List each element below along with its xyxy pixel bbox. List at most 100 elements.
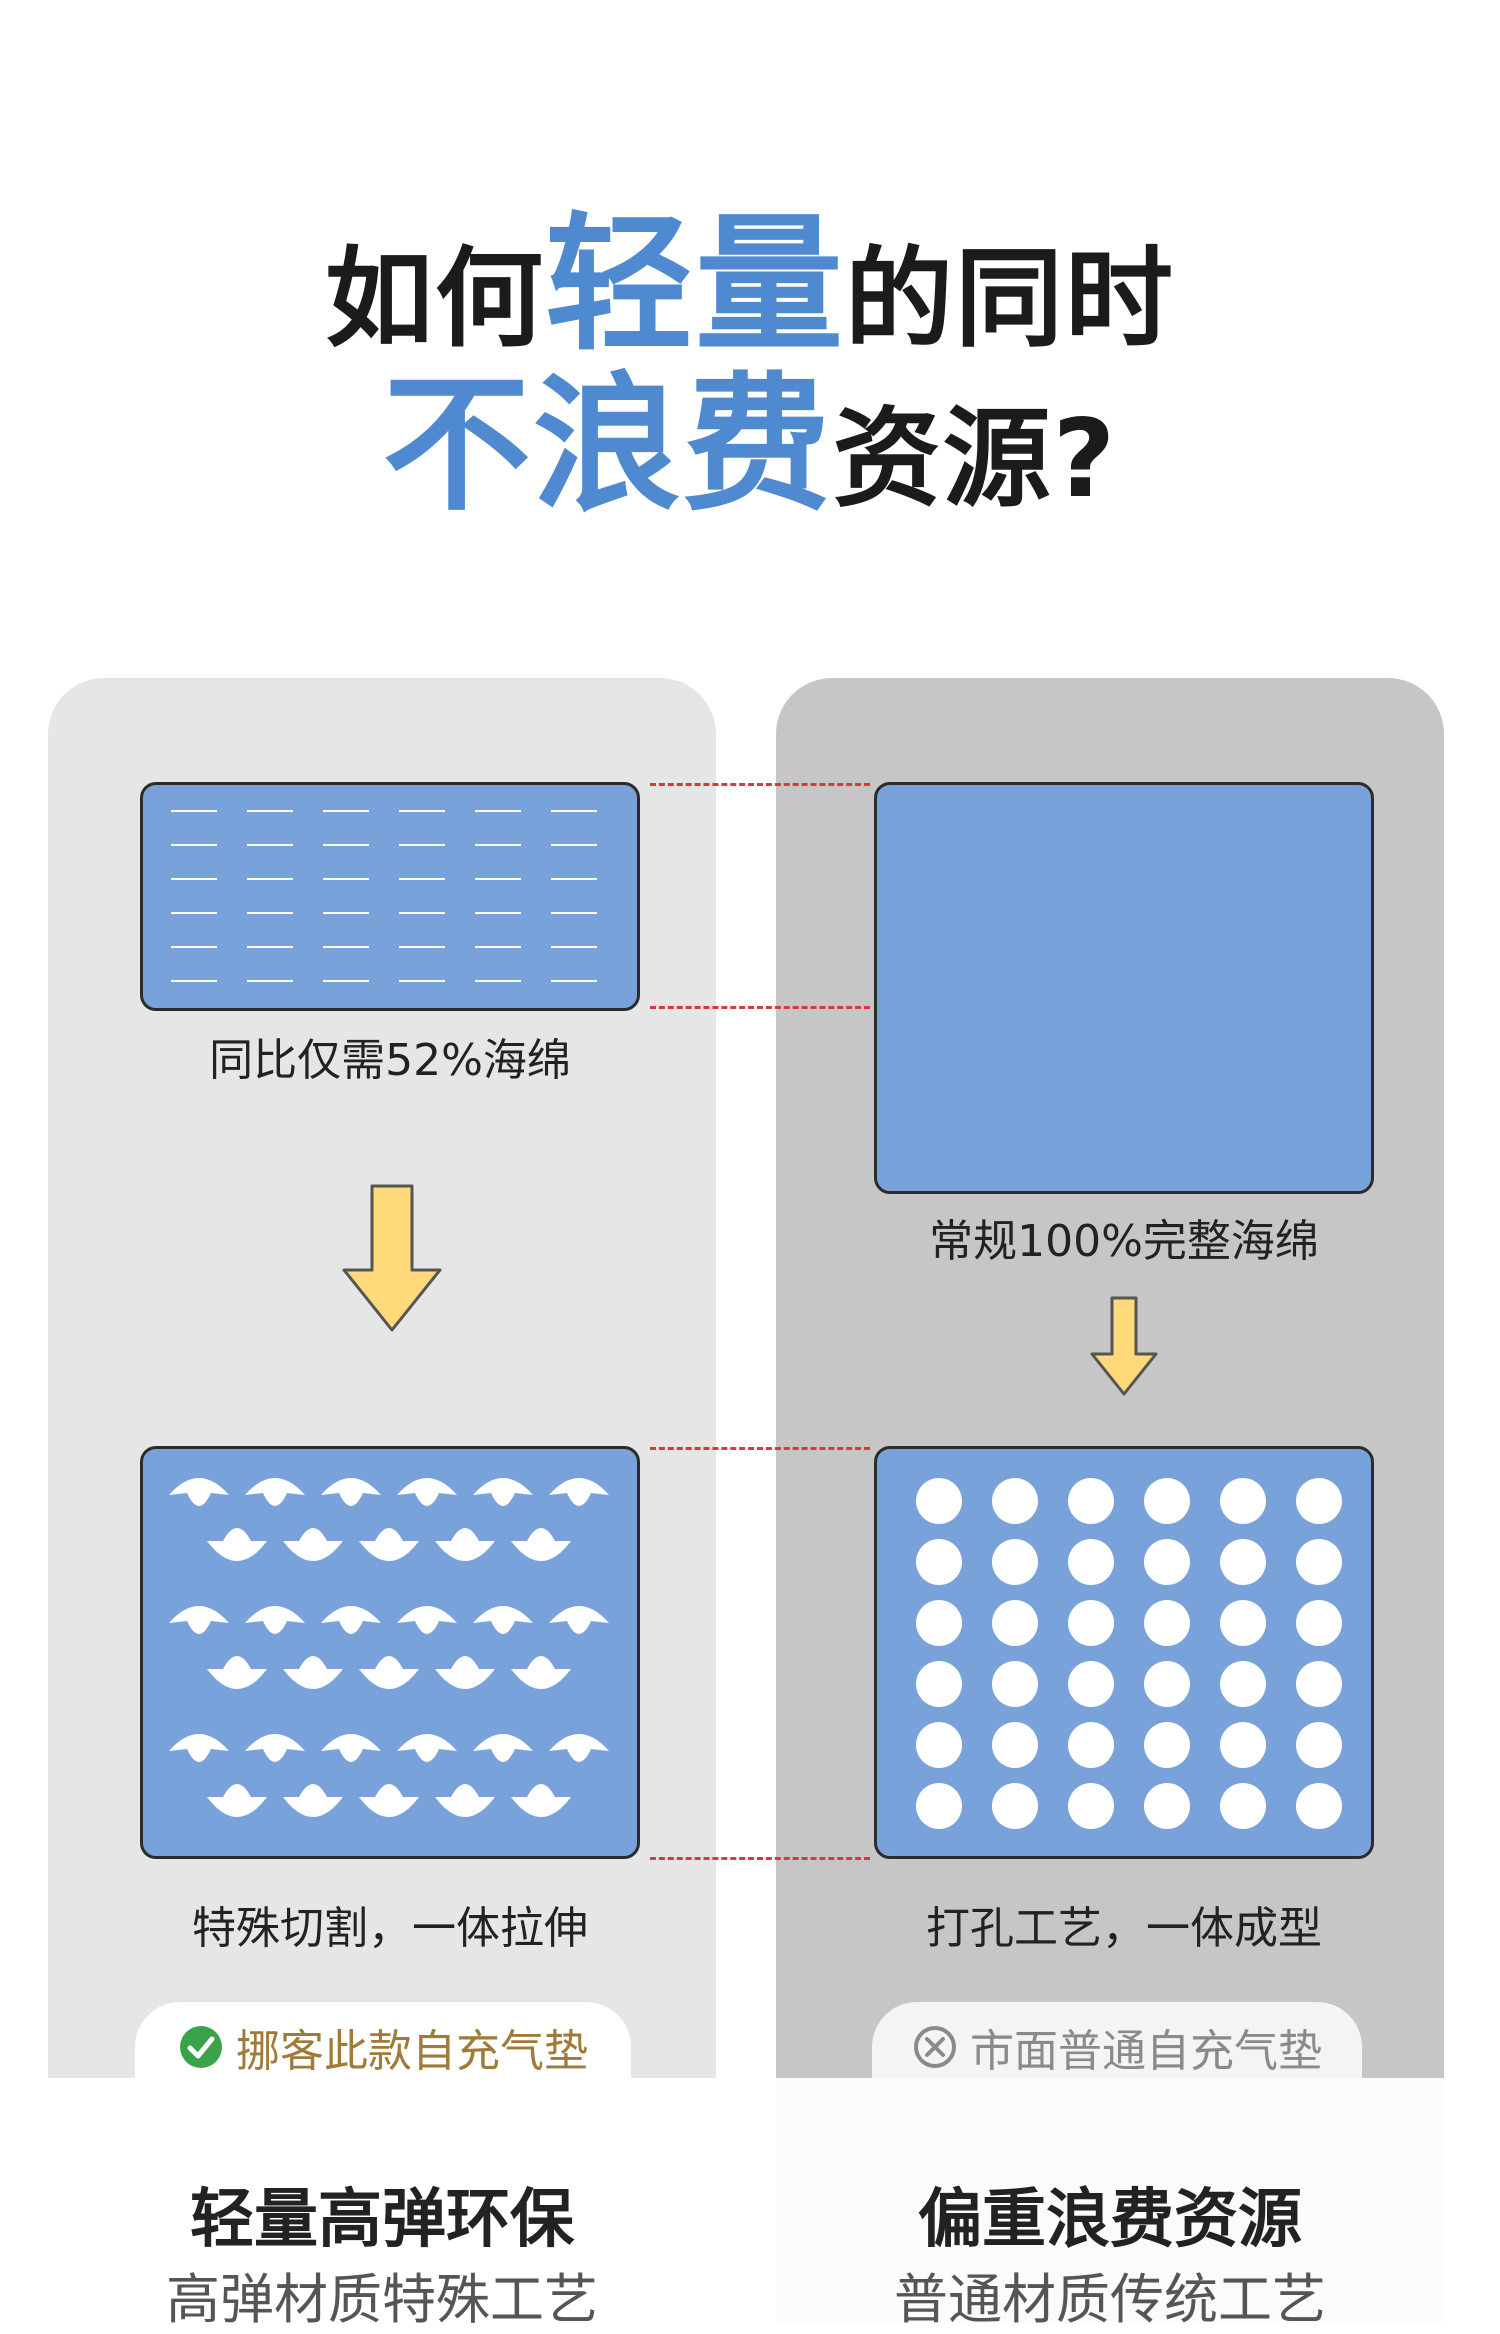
stretched-cut [207, 1784, 267, 1817]
stretched-cut [511, 1656, 571, 1689]
stretched-cut [283, 1528, 343, 1561]
stretched-cut [549, 1478, 609, 1506]
headline-text: 的同时 [845, 237, 1176, 362]
stretched-foam-block [140, 1446, 640, 1859]
stretched-cut [397, 1734, 457, 1762]
right-summary-title: 偏重浪费资源 [918, 2183, 1302, 2257]
stretched-cut [245, 1734, 305, 1762]
stretched-cut [283, 1784, 343, 1817]
stretched-cut [397, 1606, 457, 1634]
full-foam-block [874, 782, 1374, 1194]
dashed-guide-line [650, 783, 870, 786]
punched-hole [916, 1478, 962, 1524]
right-summary-card: 偏重浪费资源 普通材质传统工艺 [776, 2078, 1444, 2331]
punched-hole [1296, 1783, 1342, 1829]
badge-label: 市面普通自充气垫 [970, 2026, 1322, 2077]
stretched-cut [207, 1656, 267, 1689]
punched-hole [1220, 1600, 1266, 1646]
punched-hole [1144, 1783, 1190, 1829]
stretched-cut [435, 1656, 495, 1689]
stretched-cut [359, 1528, 419, 1561]
stretched-cut [511, 1528, 571, 1561]
headline-text: 如何 [324, 237, 545, 362]
stretched-hole-pattern [169, 1478, 609, 1817]
stretched-cut [359, 1656, 419, 1689]
stretched-cut [283, 1656, 343, 1689]
x-circle-icon [914, 2026, 956, 2068]
headline-highlight: 轻量 [545, 199, 845, 371]
punched-hole [1144, 1661, 1190, 1707]
punched-hole [1220, 1539, 1266, 1585]
stretched-cut [169, 1734, 229, 1762]
headline-line-2: 不浪费资源? [0, 370, 1500, 535]
stretched-cut [169, 1606, 229, 1634]
punched-hole [1068, 1722, 1114, 1768]
left-summary-title: 轻量高弹环保 [190, 2183, 574, 2257]
headline-highlight: 不浪费 [382, 359, 833, 531]
punched-hole [1144, 1600, 1190, 1646]
punched-hole [1220, 1722, 1266, 1768]
stretched-cut [321, 1478, 381, 1506]
stretched-cut [473, 1734, 533, 1762]
slit-pattern [171, 810, 597, 982]
punched-hole [1068, 1600, 1114, 1646]
dashed-guide-line [650, 1447, 870, 1450]
down-arrow-icon [340, 1184, 444, 1334]
punched-hole [992, 1600, 1038, 1646]
right-summary-subtitle: 普通材质传统工艺 [894, 2268, 1326, 2331]
punched-hole [992, 1478, 1038, 1524]
punched-hole [992, 1783, 1038, 1829]
check-circle-icon [180, 2026, 222, 2068]
stretched-cut [511, 1784, 571, 1817]
right-bottom-caption: 打孔工艺，一体成型 [926, 1903, 1322, 1954]
punched-hole [916, 1661, 962, 1707]
punched-hole [916, 1600, 962, 1646]
punched-hole [1068, 1783, 1114, 1829]
stretched-cut [207, 1528, 267, 1561]
left-top-caption: 同比仅需52%海绵 [209, 1035, 571, 1086]
punched-hole [1220, 1478, 1266, 1524]
left-bottom-caption: 特殊切割，一体拉伸 [192, 1903, 588, 1954]
right-top-caption: 常规100%完整海绵 [929, 1216, 1319, 1267]
punched-hole [916, 1539, 962, 1585]
stretched-cut [549, 1606, 609, 1634]
punched-hole [992, 1722, 1038, 1768]
punched-hole [1068, 1478, 1114, 1524]
punched-hole [916, 1722, 962, 1768]
punched-hole [1296, 1478, 1342, 1524]
product-badge: 挪客此款自充气垫 [135, 2002, 631, 2092]
stretched-cut [321, 1734, 381, 1762]
punched-hole [1068, 1661, 1114, 1707]
dashed-guide-line [650, 1006, 870, 1009]
stretched-cut [359, 1784, 419, 1817]
stretched-cut [245, 1478, 305, 1506]
stretched-cut [169, 1478, 229, 1506]
punched-hole-pattern [916, 1478, 1342, 1829]
punched-hole [1296, 1661, 1342, 1707]
punched-hole [1068, 1539, 1114, 1585]
punched-hole [916, 1783, 962, 1829]
slit-foam-block [140, 782, 640, 1011]
headline-text: 资源? [832, 397, 1118, 522]
punched-hole [992, 1539, 1038, 1585]
stretched-cut [397, 1478, 457, 1506]
left-summary-card: 轻量高弹环保 高弹材质特殊工艺 [48, 2078, 716, 2331]
punched-hole [1296, 1539, 1342, 1585]
punched-hole [1220, 1783, 1266, 1829]
stretched-cut [549, 1734, 609, 1762]
stretched-cut [473, 1478, 533, 1506]
punched-hole [1144, 1478, 1190, 1524]
stretched-cut [473, 1606, 533, 1634]
headline-line-1: 如何轻量的同时 [0, 210, 1500, 375]
punched-hole [1144, 1539, 1190, 1585]
punched-hole [1220, 1661, 1266, 1707]
punched-hole [992, 1661, 1038, 1707]
stretched-cut [435, 1784, 495, 1817]
down-arrow-icon [1088, 1296, 1160, 1398]
punched-hole [1296, 1722, 1342, 1768]
stretched-cut [245, 1606, 305, 1634]
stretched-cut [321, 1606, 381, 1634]
punched-foam-block [874, 1446, 1374, 1859]
dashed-guide-line [650, 1857, 870, 1860]
punched-hole [1296, 1600, 1342, 1646]
